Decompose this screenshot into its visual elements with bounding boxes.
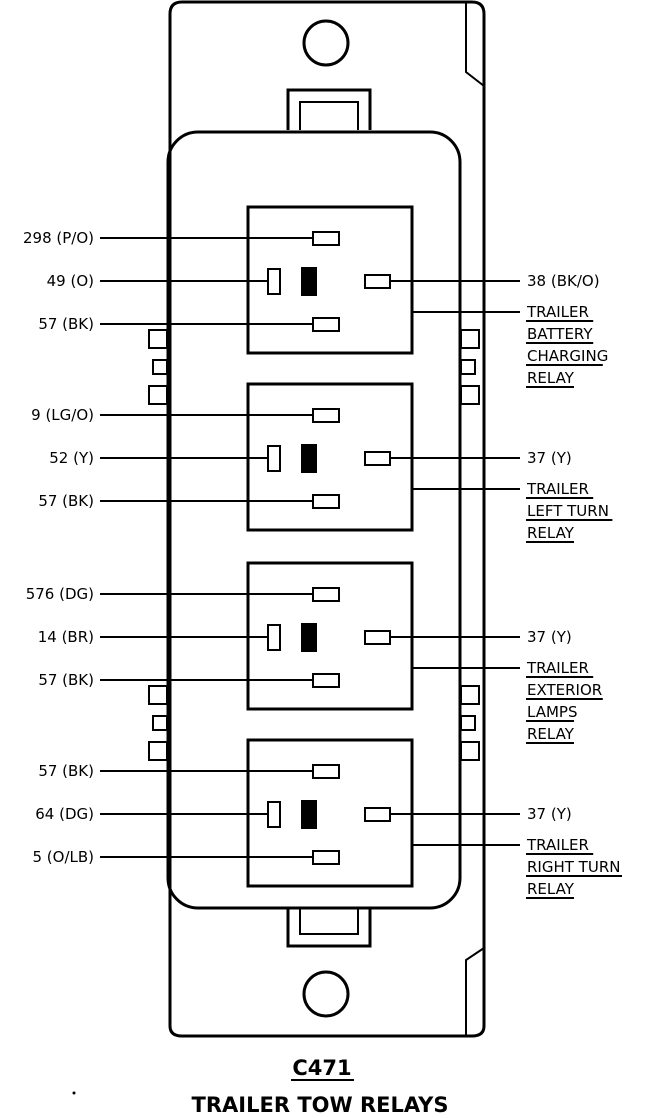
latch-top	[286, 88, 372, 130]
relay-4: 57 (BK) 64 (DG) 5 (O/LB) 37 (Y) TRAILER RIGHT…	[32, 738, 622, 899]
terminal-center	[301, 267, 317, 296]
relay-name-line: TRAILER	[526, 303, 589, 321]
wire-label-left: 57 (BK)	[38, 671, 94, 689]
relay-name-line: RIGHT TURN	[527, 858, 620, 876]
relay-name-line: EXTERIOR	[527, 681, 602, 699]
terminal-bottom	[312, 673, 340, 688]
mounting-bracket	[168, 0, 486, 1038]
side-tabs-left	[148, 329, 168, 761]
wire-label-right: 37 (Y)	[527, 449, 572, 467]
wire-label-right: 37 (Y)	[527, 628, 572, 646]
wire-label-right: 38 (BK/O)	[527, 272, 600, 290]
stray-dot	[72, 1091, 76, 1095]
terminal-right	[364, 630, 391, 645]
terminal-center	[301, 623, 317, 652]
terminal-left	[267, 445, 281, 472]
terminal-left	[267, 268, 281, 295]
relay-1: 298 (P/O) 49 (O) 57 (BK) 38 (BK/O) TRAILER BA…	[23, 205, 608, 388]
terminal-left	[267, 624, 281, 651]
wire-label-left: 57 (BK)	[38, 315, 94, 333]
wire-label-right: 37 (Y)	[527, 805, 572, 823]
relay-name-line: TRAILER	[526, 659, 589, 677]
relay-name-line: LAMPS	[527, 703, 577, 721]
diagram-title: TRAILER TOW RELAYS	[192, 1093, 449, 1117]
wire-label-left: 9 (LG/O)	[31, 406, 94, 424]
connector-id: C471	[292, 1056, 351, 1080]
terminal-right	[364, 807, 391, 822]
side-tabs-right	[460, 329, 480, 761]
relay-name-line: RELAY	[527, 369, 575, 387]
relay-name-line: LEFT TURN	[527, 502, 609, 520]
wire-label-left: 14 (BR)	[38, 628, 94, 646]
terminal-center	[301, 444, 317, 473]
relay-name-line: RELAY	[527, 524, 575, 542]
mounting-hole-bottom	[302, 970, 350, 1018]
relay-name-line: RELAY	[527, 725, 575, 743]
terminal-bottom	[312, 850, 340, 865]
terminal-right	[364, 274, 391, 289]
connector-body	[166, 130, 462, 910]
terminal-bottom	[312, 494, 340, 509]
terminal-top	[312, 408, 340, 423]
terminal-right	[364, 451, 391, 466]
bracket-clip-top	[465, 2, 485, 87]
relay-name-line: RELAY	[527, 880, 575, 898]
wire-label-left: 576 (DG)	[26, 585, 94, 603]
wire-label-left: 52 (Y)	[49, 449, 94, 467]
relay-2: 9 (LG/O) 52 (Y) 57 (BK) 37 (Y) TRAILER LEFT T…	[31, 382, 613, 543]
terminal-top	[312, 764, 340, 779]
terminal-center	[301, 800, 317, 829]
wire-label-left: 49 (O)	[47, 272, 94, 290]
wire-label-left: 5 (O/LB)	[32, 848, 94, 866]
mounting-hole-top	[302, 19, 350, 67]
latch-bottom	[286, 908, 372, 948]
relay-name-line: TRAILER	[526, 836, 589, 854]
bracket-clip-bottom	[465, 947, 485, 1036]
wire-label-left: 298 (P/O)	[23, 229, 94, 247]
relay-name-line: BATTERY	[527, 325, 593, 343]
terminal-top	[312, 231, 340, 246]
relay-name-line: TRAILER	[526, 480, 589, 498]
wire-label-left: 64 (DG)	[35, 805, 94, 823]
terminal-bottom	[312, 317, 340, 332]
relay-3: 576 (DG) 14 (BR) 57 (BK) 37 (Y) TRAILER EXTER…	[26, 561, 603, 744]
relay-sockets: 298 (P/O) 49 (O) 57 (BK) 38 (BK/O) TRAILER BA…	[23, 205, 622, 899]
terminal-left	[267, 801, 281, 828]
wire-label-left: 57 (BK)	[38, 762, 94, 780]
wire-label-left: 57 (BK)	[38, 492, 94, 510]
relay-name-line: CHARGING	[527, 347, 608, 365]
terminal-top	[312, 587, 340, 602]
